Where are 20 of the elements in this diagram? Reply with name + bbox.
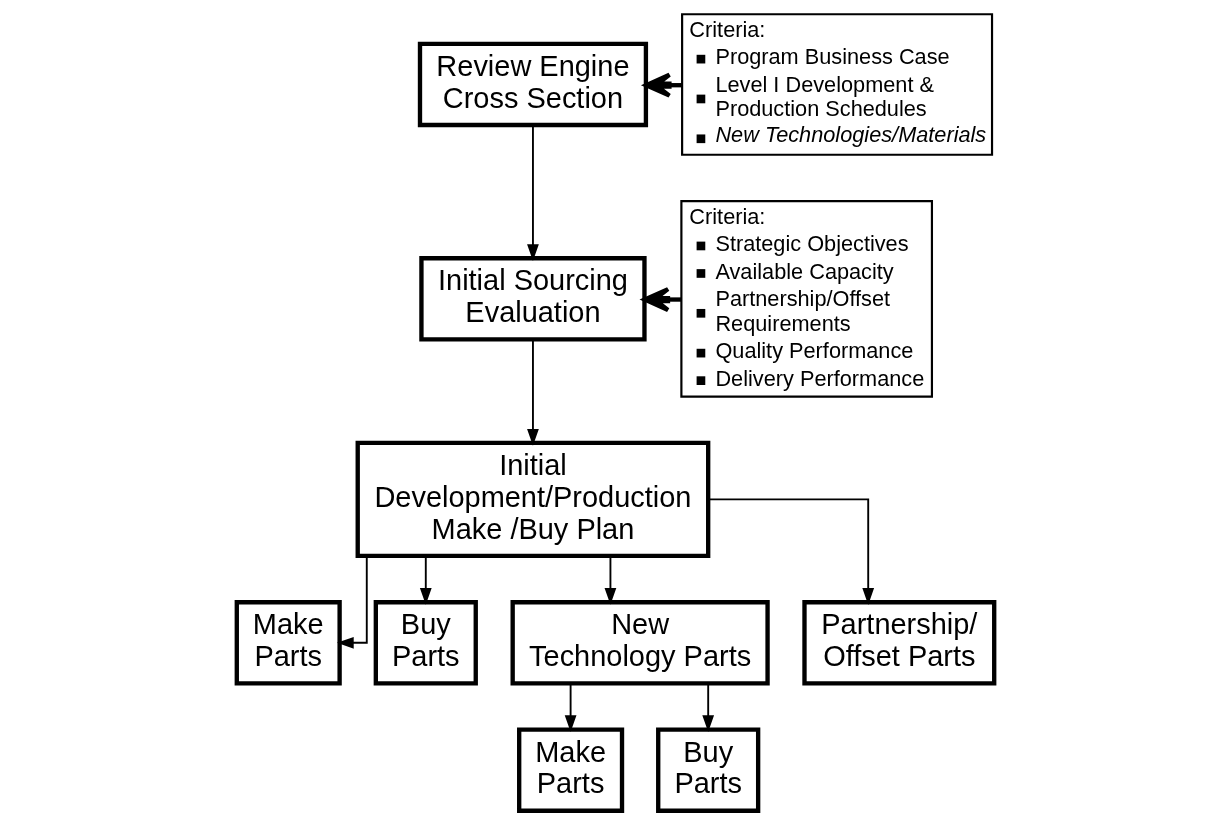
arrow (527, 338, 539, 446)
node-box: Initial Development/Production Make /Buy Plan (355, 440, 711, 559)
node-box: Make Parts (234, 600, 342, 686)
node-box: Criteria: Program Business Case Level I Development & Production Schedules New Technologies/Materials (681, 13, 994, 156)
arrow (604, 555, 617, 605)
node-box: Buy Parts (656, 727, 761, 813)
node-box: Buy Parts (373, 600, 478, 686)
node-box: Make Parts (517, 727, 625, 813)
node-box: Criteria: Strategic Objectives Available Capacity Partnership/Offset Requirements Quality Performance Delivery Performance (680, 199, 933, 398)
node-box: Initial Sourcing Evaluation (419, 256, 647, 342)
arrow (702, 682, 715, 733)
arrow (419, 555, 432, 605)
arrow (336, 555, 368, 649)
arrow (707, 498, 875, 605)
arrow (527, 124, 539, 261)
arrow (642, 286, 681, 313)
node-box: New Technology Parts (510, 600, 770, 686)
node-box: Partnership/ Offset Parts (802, 600, 997, 686)
node-box: Review Engine Cross Section (417, 41, 649, 128)
arrow (564, 682, 577, 733)
